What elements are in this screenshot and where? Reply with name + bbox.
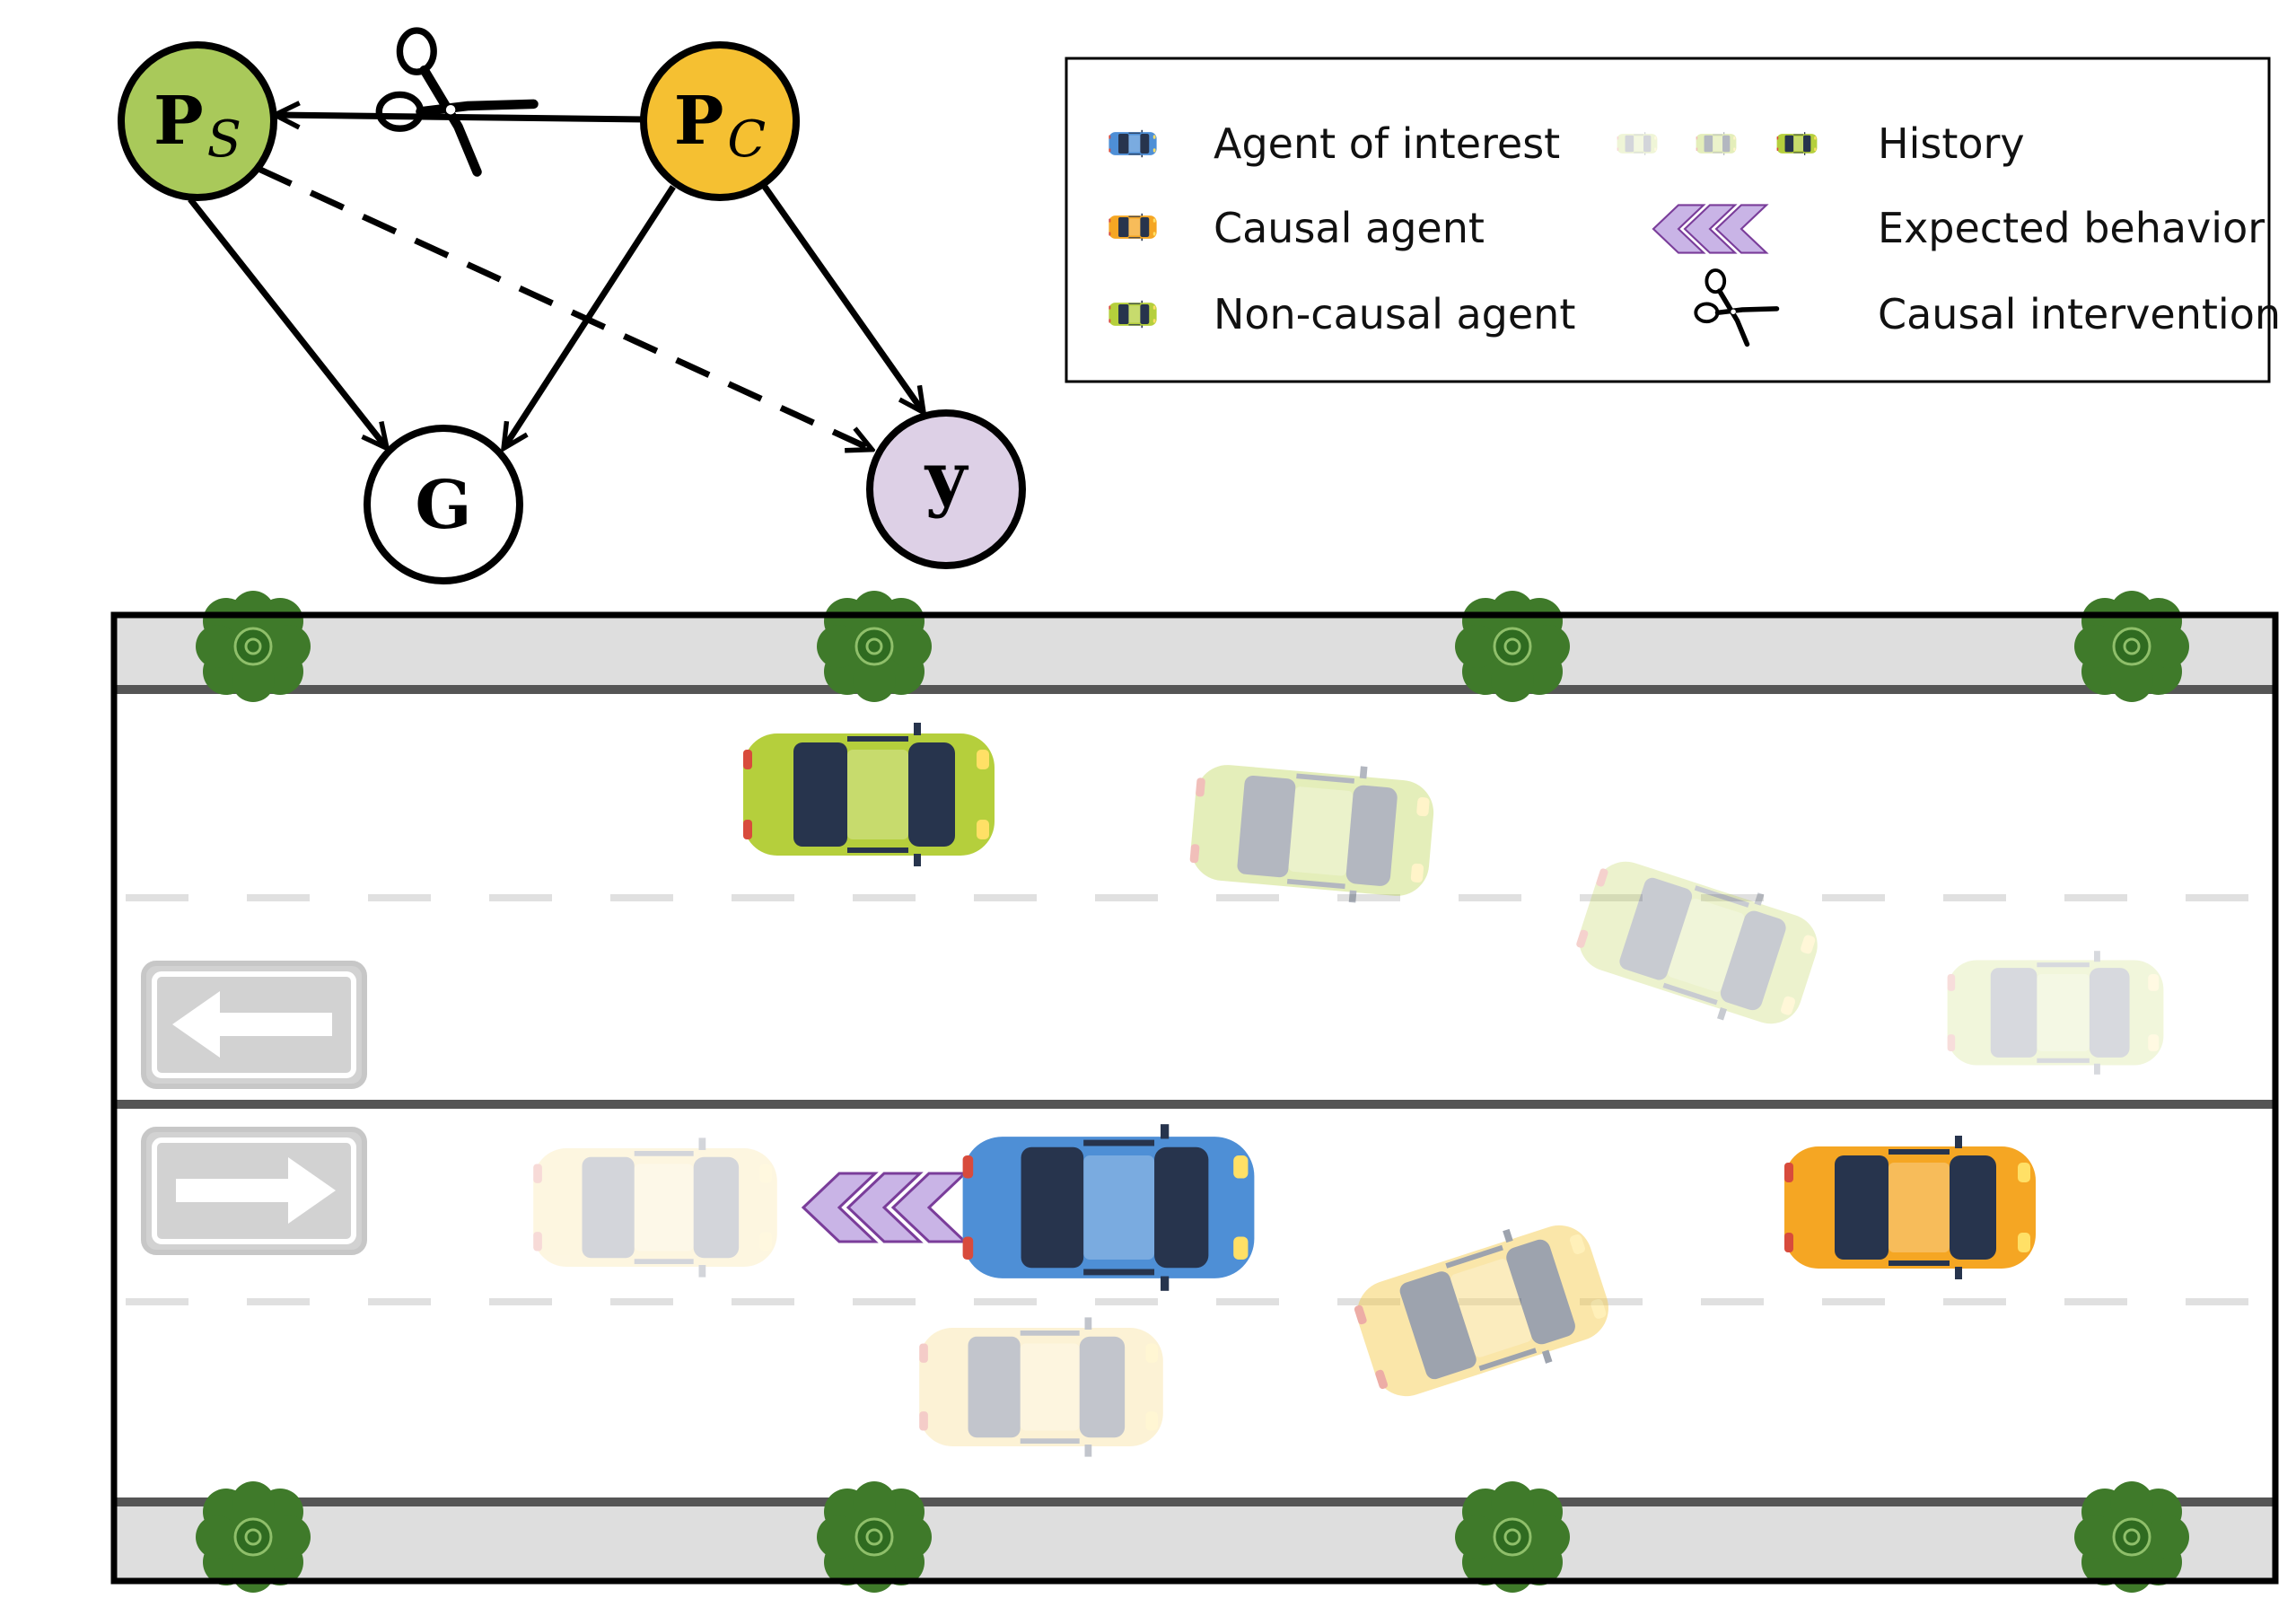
legend: Agent of interest Causal agent Non-causa… [1065,57,2281,383]
tree-icon [2073,1480,2191,1594]
bottom-shoulder [114,1506,2275,1581]
edge-pc-ps [276,115,645,119]
orange-car-causal-agent [1784,1136,2036,1279]
legend-history: History [1617,119,2025,168]
legend-causal-intervention-label: Causal intervention [1878,290,2281,338]
edge-ps-g [188,197,386,447]
legend-expected-behavior-label: Expected behavior [1878,204,2265,252]
ghost-car-history-lower [919,1317,1163,1456]
causal-graph: PS PC G y [118,31,1026,584]
node-pc: PC [640,41,800,201]
tree-icon [1453,1480,1572,1594]
left-arrow-icon [172,991,332,1058]
tree-icon [1453,589,1572,704]
blue-car-history-ghost [533,1137,777,1277]
edge-pc-y [762,184,923,411]
road-scene [110,589,2279,1594]
node-pc-label: P [674,83,724,160]
blue-car-icon [1108,129,1158,158]
node-y-label: y [924,435,969,520]
legend-expected-behavior: Expected behavior [1652,204,2265,254]
legend-agent-of-interest-label: Agent of interest [1214,119,1560,168]
legend-causal-agent-label: Causal agent [1214,204,1485,252]
orange-car-icon [1108,213,1158,242]
node-y: y [866,409,1026,569]
history-car-icon-current [1776,131,1818,156]
node-ps-label: P [153,83,204,160]
right-arrow-icon [176,1157,336,1224]
top-shoulder [114,615,2275,689]
road-border [110,611,2279,1585]
legend-non-causal-agent-label: Non-causal agent [1214,290,1575,338]
blue-car-agent-of-interest [963,1124,1255,1291]
tree-icon [2073,589,2191,704]
node-ps: PS [118,41,277,201]
node-pc-subscript: C [727,110,766,169]
scissors-icon [379,31,533,172]
green-car-current [743,723,995,866]
tree-icon [194,1480,312,1594]
green-car-icon [1108,300,1158,329]
legend-causal-agent: Causal agent [1108,204,1485,252]
right-arrow-sign [141,1127,367,1255]
tree-icon [194,589,312,704]
node-g-label: G [415,467,471,544]
history-car-icon-faint [1617,131,1658,156]
history-car-icon-mid [1696,131,1737,156]
svg-text:PS: PS [153,83,241,169]
svg-text:PC: PC [674,83,767,169]
legend-history-label: History [1878,119,2025,168]
green-car-history-far [1948,951,2164,1075]
tree-icon [815,589,933,704]
node-ps-subscript: S [207,110,241,169]
left-arrow-sign [141,961,367,1089]
node-g: G [364,425,523,584]
legend-causal-intervention: Causal intervention [1696,270,2281,345]
tree-icon [815,1480,933,1594]
legend-non-causal-agent: Non-causal agent [1108,290,1575,338]
legend-agent-of-interest: Agent of interest [1108,119,1560,168]
